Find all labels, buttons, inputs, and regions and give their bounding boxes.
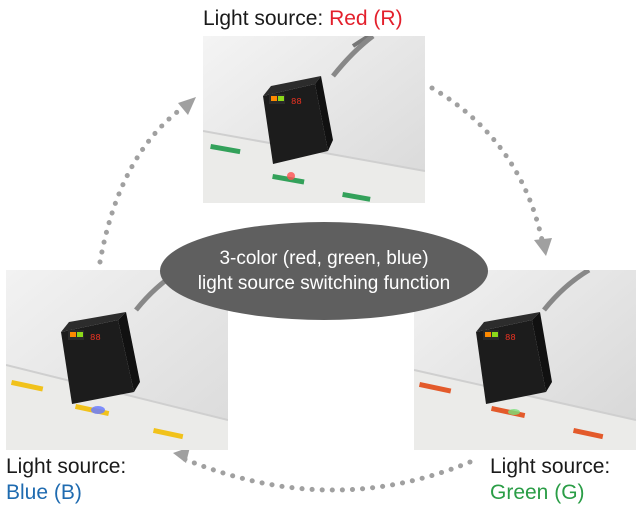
arrow-right-to-left [179,455,473,493]
arrowhead-left [173,447,190,463]
arrowhead-right [534,238,552,256]
label-red-color: Red (R) [329,7,403,30]
label-green: Light source: Green (G) [490,454,610,506]
arrow-top-to-right [429,85,545,243]
center-line-1: 3-color (red, green, blue) [219,248,429,269]
arrowhead-top [178,97,196,115]
center-ellipse: 3-color (red, green, blue) light source … [160,222,488,320]
label-red: Light source: Red (R) [203,6,403,32]
svg-text:88: 88 [90,333,101,343]
sensor-photo-red: 88 [203,36,425,203]
label-green-prefix: Light source: [490,455,611,478]
label-green-color: Green (G) [490,481,585,504]
arrow-left-to-top [97,101,191,265]
svg-text:88: 88 [291,97,302,107]
label-blue-color: Blue (B) [6,481,82,504]
center-line-2: light source switching function [197,273,451,294]
label-red-prefix: Light source: [203,7,330,30]
label-blue-prefix: Light source: [6,455,127,478]
svg-text:88: 88 [505,333,516,343]
label-blue: Light source: Blue (B) [6,454,126,506]
